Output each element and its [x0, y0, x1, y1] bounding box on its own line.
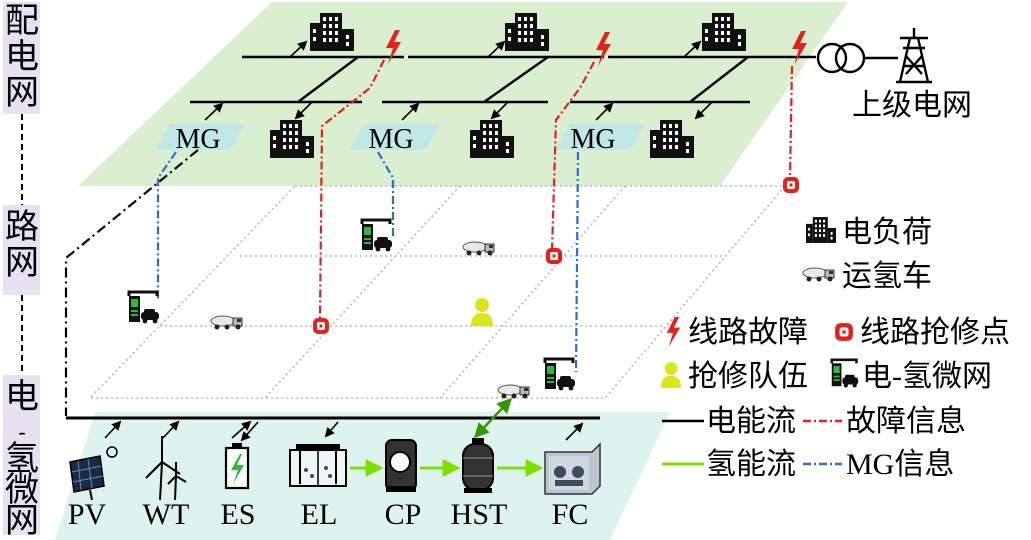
legend-hydrogen-flow-label: 氢能流 [706, 448, 796, 481]
legend-repair-crew-label: 抢修队伍 [688, 360, 808, 393]
legend-line-fault-label: 线路故障 [688, 316, 808, 349]
pv-icon [69, 446, 118, 501]
device-label-el: EL [301, 498, 338, 531]
legend-repair-point-icon [835, 323, 853, 341]
fuel-cell-icon [544, 442, 601, 495]
legend-repair-point-label: 线路抢修点 [860, 316, 1010, 349]
distribution-arrows [204, 40, 713, 121]
side-label-char: 网 [5, 75, 39, 112]
mg-label: MG [175, 124, 220, 155]
electrolyzer-icon [289, 444, 347, 487]
side-label-char: - [18, 419, 25, 444]
legend-electric-load-label: 电负荷 [842, 216, 932, 249]
mg-label: MG [570, 124, 615, 155]
mg-tag-1: MG [155, 124, 245, 155]
mg-info-lines [156, 151, 580, 373]
microgrid-plane [55, 412, 670, 540]
road-network-grid [88, 185, 787, 399]
label-road-network: 路网 [5, 208, 39, 282]
eh-microgrid-station-icon [360, 218, 394, 252]
legend-electric-flow-label: 电能流 [706, 405, 796, 438]
eh-microgrid-station-icon [127, 290, 161, 324]
device-label-wt: WT [143, 498, 190, 531]
upper-grid-label: 上级电网 [852, 89, 972, 122]
hydrogen-truck-icon [462, 241, 495, 256]
legend-hydrogen-truck-icon [802, 267, 835, 282]
wind-turbine-icon [145, 436, 187, 501]
device-label-hst: HST [451, 498, 508, 531]
side-label-char: 电 [5, 38, 39, 76]
compressor-icon [385, 439, 417, 492]
legend-repair-crew-icon [660, 362, 682, 388]
device-label-fc: FC [552, 498, 589, 531]
boundary-line [64, 149, 199, 416]
hydrogen-storage-tank-icon [462, 438, 494, 493]
side-label-char: 网 [5, 245, 39, 282]
eh-microgrid-station-icon [543, 357, 577, 391]
device-label-pv: PV [68, 498, 107, 531]
transformer-icon [816, 42, 898, 74]
legend-mg-info-label: MG信息 [846, 448, 954, 481]
hydrogen-truck-icon [210, 315, 243, 330]
device-labels: PV WT ES EL CP HST FC [68, 498, 589, 531]
mg-label: MG [368, 124, 413, 155]
side-label-char: 氢 [5, 440, 39, 478]
repair-point-icon [313, 318, 329, 334]
fault-info-lines [318, 59, 794, 319]
repair-point-icon [546, 248, 562, 264]
legend-fault-info-label: 故障信息 [846, 405, 966, 438]
legend: 电负荷 运氢车 线路故障 线路抢修点 抢修队伍 电-氢微网 电能流 故障信息 氢… [660, 216, 1010, 481]
microgrid-power-arrows [104, 420, 584, 441]
legend-hydrogen-truck-label: 运氢车 [842, 260, 932, 293]
transmission-tower-icon [896, 28, 932, 84]
legend-eh-microgrid-icon [830, 358, 860, 388]
device-label-cp: CP [385, 498, 422, 531]
label-distribution-network: 配电网 [5, 3, 39, 112]
side-label-bg-distribution [3, 2, 40, 114]
label-eh-microgrid: 电 -氢微网 [5, 378, 39, 540]
side-label-char: 微 [5, 471, 39, 509]
side-label-bg-microgrid [3, 375, 40, 535]
device-label-es: ES [220, 498, 255, 531]
repair-crew-icon [471, 298, 493, 326]
legend-eh-microgrid-label: 电-氢微网 [862, 360, 992, 393]
energy-storage-icon [224, 443, 250, 490]
hydrogen-transport-arrow [473, 397, 513, 439]
repair-point-icon [783, 177, 799, 193]
side-labels: 配电网 路网 电-氢微网 [3, 2, 40, 540]
side-label-char: 网 [5, 503, 39, 540]
distribution-lines [190, 55, 816, 104]
mg-tag-3: MG [555, 124, 645, 155]
es-bidirectional-arrow [240, 421, 259, 442]
side-label-bg-road [3, 205, 40, 295]
side-label-char: 电 [5, 378, 39, 416]
hydrogen-truck-icon [497, 384, 530, 399]
legend-electric-load-icon [806, 217, 836, 243]
side-label-char: 配 [5, 3, 39, 40]
mg-tag-2: MG [350, 124, 440, 155]
side-label-char: 路 [5, 208, 39, 246]
legend-line-fault-icon [666, 317, 681, 347]
